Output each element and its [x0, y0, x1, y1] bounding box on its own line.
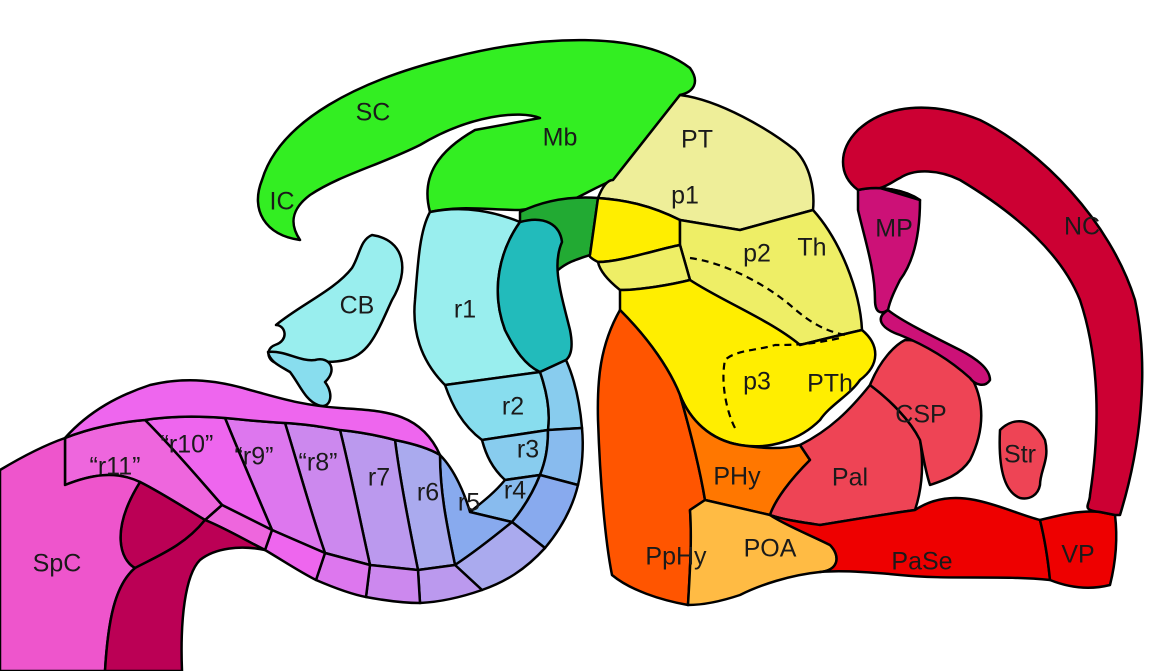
label-NC: NC — [1064, 213, 1100, 241]
label-r3: r3 — [517, 436, 539, 464]
label-Str: Str — [1004, 441, 1036, 469]
label-r5: r5 — [458, 489, 480, 517]
label-SpC: SpC — [33, 550, 82, 578]
label-r8: “r8” — [299, 449, 338, 477]
label-IC: IC — [270, 188, 295, 216]
label-r4: r4 — [504, 477, 526, 505]
label-r10: “r10” — [161, 431, 214, 459]
label-MP: MP — [875, 215, 913, 243]
label-r9: “r9” — [235, 443, 274, 471]
label-p2: p2 — [743, 240, 771, 268]
label-PT: PT — [681, 126, 713, 154]
label-r11: “r11” — [90, 453, 141, 481]
label-PHy: PHy — [713, 463, 761, 491]
label-r2: r2 — [502, 393, 524, 421]
label-r7: r7 — [368, 464, 390, 492]
label-Pal: Pal — [832, 464, 868, 492]
label-VP: VP — [1061, 541, 1094, 569]
label-POA: POA — [744, 535, 797, 563]
rhombomere-r2-region — [445, 372, 549, 440]
label-r6: r6 — [417, 479, 439, 507]
rhombomere-r7-basal — [366, 565, 420, 603]
label-SC: SC — [356, 99, 391, 127]
label-PaSe: PaSe — [891, 548, 952, 576]
medial-pallium-region — [858, 188, 920, 312]
label-CB: CB — [340, 292, 375, 320]
label-PpHy: PpHy — [645, 543, 707, 571]
label-PTh: PTh — [807, 370, 853, 398]
label-CSP: CSP — [895, 401, 946, 429]
cerebellum-region — [268, 235, 402, 363]
label-Th: Th — [797, 234, 826, 262]
label-Mb: Mb — [543, 124, 578, 152]
label-r1: r1 — [454, 296, 476, 324]
label-p1: p1 — [671, 182, 699, 210]
label-p3: p3 — [743, 368, 771, 396]
